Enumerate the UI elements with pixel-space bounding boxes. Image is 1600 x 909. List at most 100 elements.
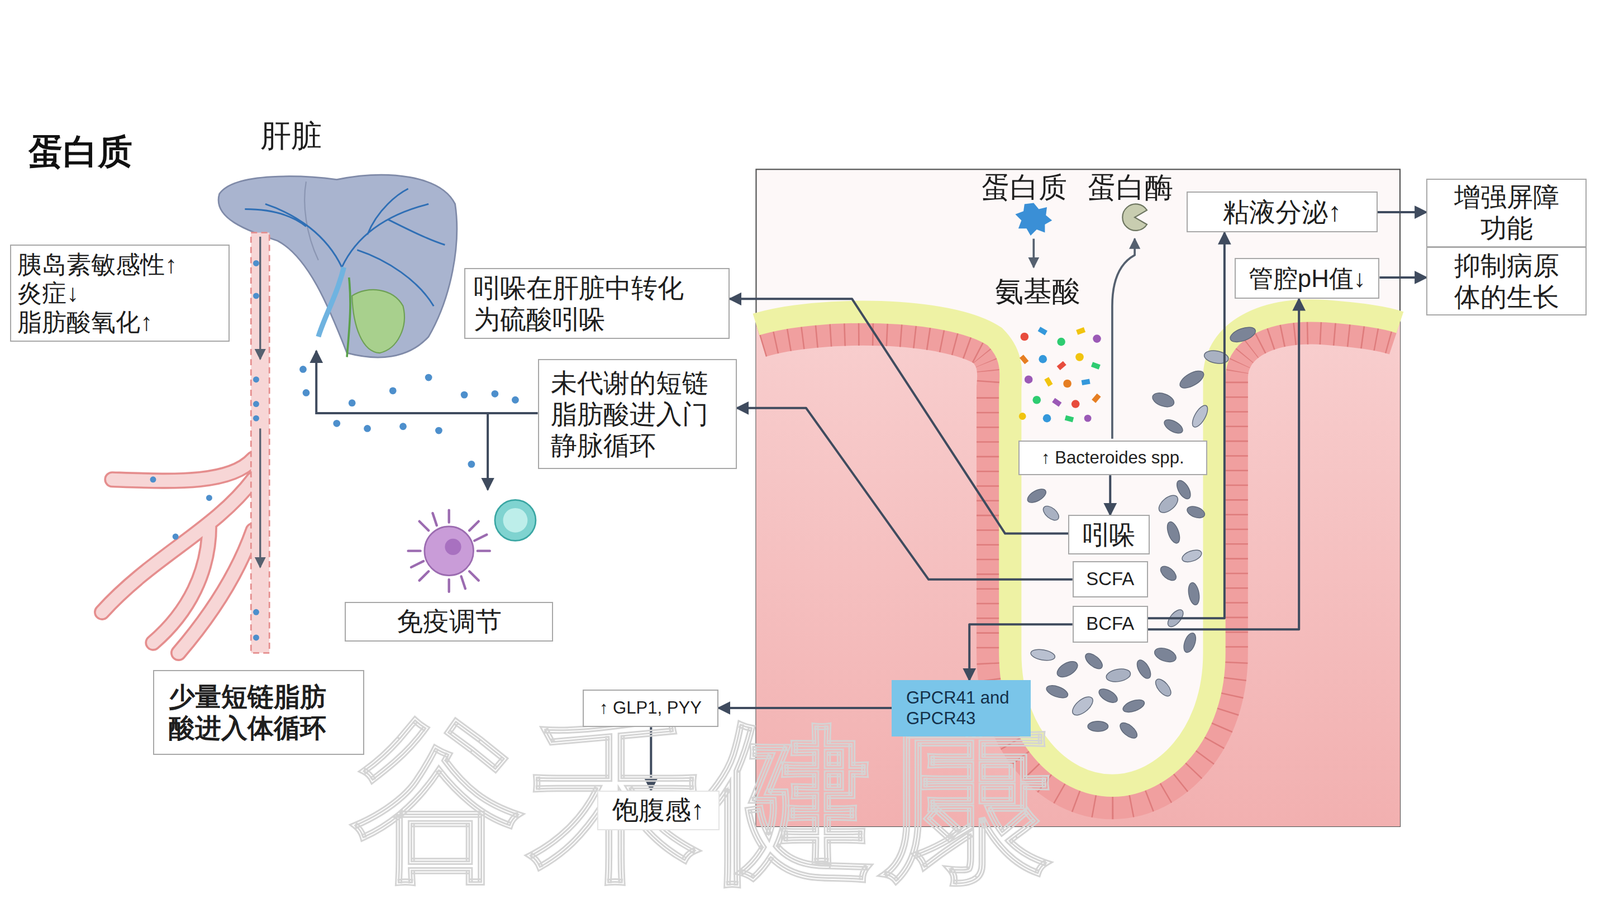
portal-flow-part-part (302, 389, 311, 397)
connector-arrow (729, 298, 1069, 534)
connector-arrow (969, 624, 1073, 681)
node-text: SCFA (1086, 568, 1135, 591)
node-text: 未代谢的短链脂肪酸进入门静脉循环 (550, 367, 716, 462)
bacteria-part (1180, 548, 1204, 565)
immune-cells-part (444, 539, 461, 556)
amino-acids-part (1020, 332, 1030, 342)
liver-part (318, 267, 345, 337)
part-label: 氨基酸 (994, 275, 1081, 309)
bacteria-part (1054, 658, 1081, 681)
amino-acids-part (1091, 362, 1101, 370)
liver-part (346, 277, 351, 358)
bacteria-part (1117, 720, 1140, 742)
blood-vessel-part-part (253, 401, 260, 408)
portal-flow-part (486, 413, 489, 490)
portal-flow-part-part (363, 425, 371, 433)
amino-acids-part (1075, 353, 1084, 362)
text-box: ↑ GLP1, PYY (582, 689, 719, 728)
amino-acids-part (1056, 337, 1066, 347)
connector-arrow (1379, 276, 1427, 279)
amino-acids-part (1037, 326, 1048, 336)
text-box: SCFA (1072, 561, 1149, 599)
text-box: 未代谢的短链脂肪酸进入门静脉循环 (537, 359, 737, 470)
protein-icons-part (1122, 203, 1147, 231)
text-box: 管腔pH值↓ (1234, 258, 1380, 299)
immune-cells-part (502, 508, 528, 533)
connector-arrow (1108, 475, 1112, 516)
node-text: 抑制病原体的生长 (1448, 250, 1566, 313)
liver-part (244, 188, 445, 307)
amino-acids-part (1092, 334, 1102, 344)
bacteria-part (1153, 677, 1174, 700)
amino-acids-part (1075, 327, 1086, 336)
amino-acids-part (1081, 378, 1091, 386)
text-box: 免疫调节 (344, 602, 554, 642)
text-box: 饱腹感↑ (597, 791, 720, 831)
blood-vessel-part-part (253, 376, 260, 383)
connector-arrow (1377, 211, 1427, 214)
blood-vessel-part (259, 236, 261, 360)
liver-part (351, 289, 405, 354)
text-box: BCFA (1072, 606, 1149, 644)
liver-part (304, 181, 319, 261)
blood-vessel-part (259, 428, 261, 568)
bacteria-part (1181, 631, 1199, 655)
amino-acids-part (1091, 393, 1101, 404)
bacteria-part (1096, 686, 1120, 706)
protein-icons-part (1015, 203, 1052, 236)
node-text: ↑ Bacteroides spp. (1041, 448, 1184, 469)
portal-flow-part-part (467, 460, 475, 469)
blood-vessel-part (102, 459, 254, 654)
portal-flow-part-part (299, 365, 307, 374)
bacteria-part (1150, 390, 1176, 410)
amino-acids-part (1043, 414, 1052, 423)
portal-flow-part-part (332, 420, 341, 428)
portal-flow-part-part (460, 391, 469, 399)
blood-vessel-part-part (206, 494, 213, 502)
part-label: 蛋白酶 (1087, 171, 1174, 205)
title-text: 蛋白质 (28, 128, 133, 176)
bacteria-part (1044, 683, 1070, 701)
protein-icons-part (1112, 239, 1135, 440)
connector-layer-part (650, 212, 1427, 791)
bacteria-part (1105, 667, 1132, 684)
organ-label: 肝脏 (260, 118, 322, 154)
node-text: 胰岛素敏感性↑ 炎症↓ 脂肪酸氧化↑ (17, 250, 198, 337)
connector-arrow (736, 408, 1073, 580)
portal-flow-part (299, 365, 519, 469)
immune-cells-part (424, 526, 474, 576)
blood-vessel-part (102, 459, 254, 654)
bacteria-part (1040, 503, 1062, 523)
portal-flow-part-part (425, 374, 433, 382)
bacteria-part (1121, 697, 1146, 716)
bacteria-part (1187, 582, 1202, 607)
blood-vessel-part-part (253, 260, 260, 267)
node-text: 吲哚在肝脏中转化为硫酸吲哚 (473, 272, 699, 336)
portal-flow-part-part (511, 396, 519, 404)
amino-acids-part (1071, 400, 1080, 409)
node-text: 管腔pH值↓ (1248, 264, 1366, 294)
bacteria-part (1155, 492, 1182, 517)
amino-acids-part (1063, 379, 1072, 389)
amino-acids-part (1056, 361, 1067, 371)
amino-acids-part (1018, 412, 1027, 421)
portal-flow-part-part (389, 387, 397, 395)
amino-acids (1018, 326, 1102, 423)
text-box: 吲哚在肝脏中转化为硫酸吲哚 (464, 268, 730, 340)
text-box: 粘液分泌↑ (1186, 191, 1378, 233)
text-box: 抑制病原体的生长 (1426, 246, 1587, 316)
bacteria-part (1025, 486, 1049, 506)
text-box: ↑ Bacteroides spp. (1018, 440, 1208, 476)
immune-cells-part (408, 510, 490, 593)
node-text: 饱腹感↑ (612, 794, 705, 827)
immune-cells-part (494, 500, 536, 541)
immune-cells-part-part (408, 510, 490, 593)
part-label: 蛋白质 (981, 171, 1068, 205)
amino-acids-part (1044, 377, 1053, 387)
node-text: 吲哚 (1082, 519, 1136, 551)
node-text: ↑ GLP1, PYY (599, 698, 702, 719)
receptor-box: GPCR41 and GPCR43 (891, 680, 1031, 737)
node-text: 粘液分泌↑ (1222, 196, 1342, 228)
immune-cells (408, 500, 536, 592)
